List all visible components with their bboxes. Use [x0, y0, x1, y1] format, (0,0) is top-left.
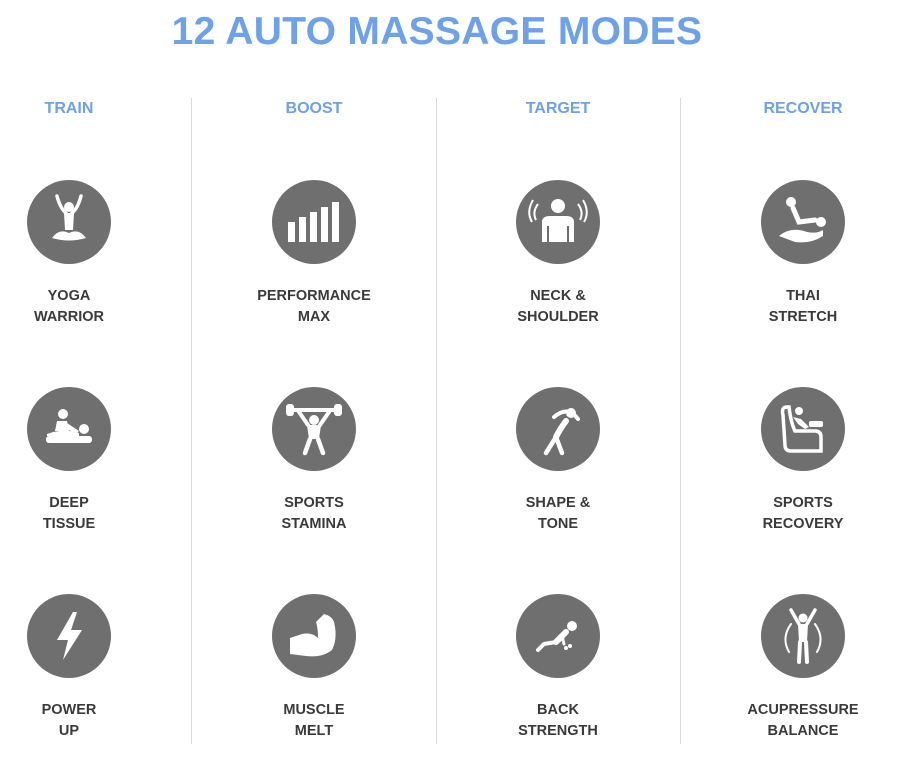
column-divider	[436, 98, 437, 744]
column-header: RECOVER	[763, 100, 843, 117]
balance-figure-icon	[761, 594, 845, 678]
column-divider	[680, 98, 681, 744]
reclined-back-icon	[516, 594, 600, 678]
page-title: 12 AUTO MASSAGE MODES	[171, 10, 703, 53]
mode-label: NECK &SHOULDER	[517, 288, 599, 325]
column-target: TARGET NECK &SHOULDER	[458, 0, 658, 776]
column-header: BOOST	[285, 100, 343, 117]
bar-levels-icon	[272, 180, 356, 264]
thai-stretch-icon	[761, 180, 845, 264]
massage-table-icon	[27, 387, 111, 471]
neck-shoulder-icon	[516, 180, 600, 264]
column-divider	[191, 98, 192, 744]
column-header: TRAIN	[44, 100, 94, 117]
lightning-bolt-icon	[27, 594, 111, 678]
massage-chair-icon	[761, 387, 845, 471]
column-header: TARGET	[525, 100, 591, 117]
mode-label: SHAPE &TONE	[525, 495, 591, 532]
flexed-arm-icon	[272, 594, 356, 678]
side-stretch-icon	[516, 387, 600, 471]
weightlifter-icon	[272, 387, 356, 471]
yoga-icon	[27, 180, 111, 264]
